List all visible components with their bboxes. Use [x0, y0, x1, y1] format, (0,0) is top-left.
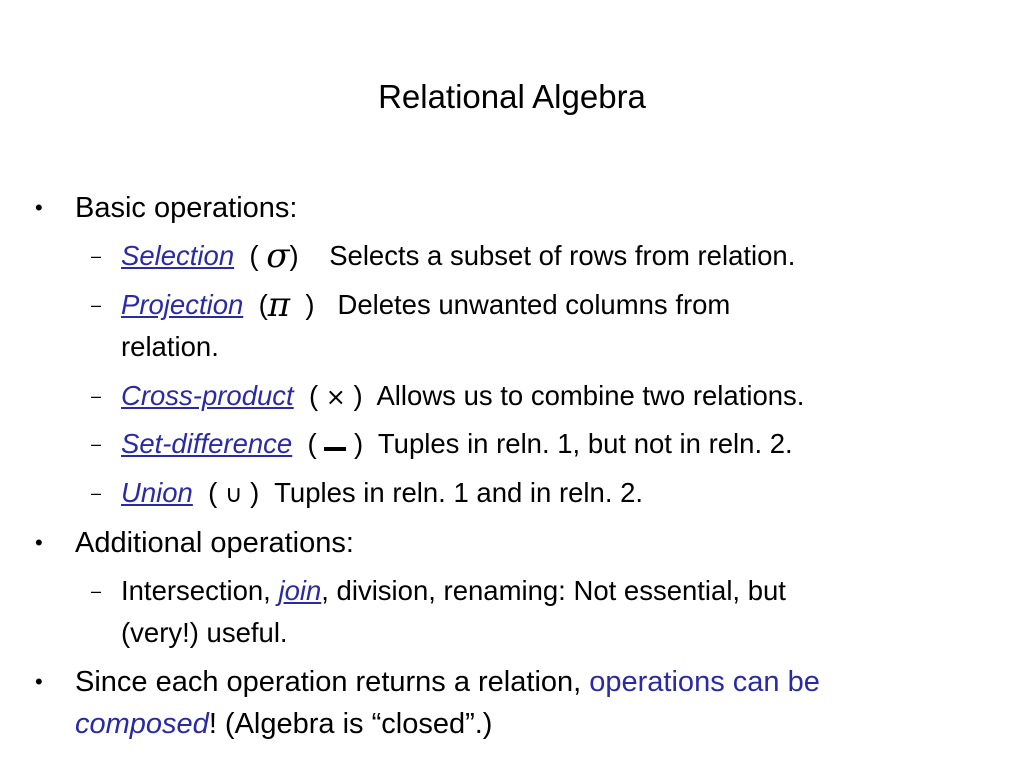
op-cross-product: – Cross-product ( × ) Allows us to combi… — [91, 375, 981, 418]
op-projection: – Projection (π ) Deletes unwanted colum… — [91, 285, 731, 325]
bullet-text: Basic operations: — [75, 192, 298, 224]
additional-pre: Intersection, — [121, 575, 279, 606]
bullet-marker: • — [35, 669, 43, 694]
times-symbol: × — [325, 383, 346, 411]
closing-text-1: Since each operation returns a relation, — [75, 666, 590, 698]
dash-marker: – — [91, 434, 102, 454]
op-union: – Union ( ∪ ) Tuples in reln. 1 and in r… — [91, 472, 981, 515]
bullet-text: Additional operations: — [75, 527, 354, 559]
closing-accent-2: composed — [75, 708, 209, 740]
additional-ops-continued: (very!) useful. — [121, 612, 981, 654]
dash-marker: – — [91, 295, 102, 315]
projection-link[interactable]: Projection — [121, 289, 244, 320]
bullet-marker: • — [35, 195, 43, 220]
op-description: Deletes unwanted columns from — [337, 289, 731, 320]
bullet-composition-continued: composed! (Algebra is “closed”.) — [75, 703, 975, 745]
op-description: Selects a subset of rows from relation. — [329, 240, 796, 271]
op-set-difference: – Set-difference ( ) Tuples in reln. 1, … — [91, 423, 981, 465]
closing-text-2: ! (Algebra is “closed”.) — [208, 708, 493, 740]
bullet-composition: • Since each operation returns a relatio… — [35, 661, 975, 703]
op-description: Allows us to combine two relations. — [376, 380, 805, 411]
union-link[interactable]: Union — [121, 477, 193, 508]
op-selection: – Selection ( σ) Selects a subset of row… — [91, 236, 796, 276]
slide-title: Relational Algebra — [378, 78, 646, 115]
minus-symbol — [324, 447, 347, 451]
set-difference-link[interactable]: Set-difference — [121, 428, 293, 459]
pi-symbol: π — [267, 285, 291, 325]
additional-ops-line: – Intersection, join, division, renaming… — [91, 570, 981, 612]
closing-accent-1: operations can be — [589, 666, 820, 698]
op-description: Tuples in reln. 1 and in reln. 2. — [274, 477, 644, 508]
op-description: Tuples in reln. 1, but not in reln. 2. — [377, 428, 793, 459]
sigma-symbol: σ — [266, 236, 290, 276]
additional-post: , division, renaming: Not essential, but — [321, 575, 786, 606]
dash-marker: – — [91, 483, 102, 503]
bullet-marker: • — [35, 530, 43, 555]
cross-product-link[interactable]: Cross-product — [121, 380, 294, 411]
join-link[interactable]: join — [278, 575, 322, 606]
op-projection-continued: relation. — [121, 326, 981, 368]
union-symbol: ∪ — [224, 480, 243, 508]
bullet-basic-operations: • Basic operations: — [35, 187, 975, 229]
op-description-continued: relation. — [121, 331, 219, 362]
additional-cont: (very!) useful. — [121, 617, 288, 648]
bullet-additional-operations: • Additional operations: — [35, 522, 975, 564]
dash-marker: – — [91, 246, 102, 266]
dash-marker: – — [91, 581, 102, 601]
selection-link[interactable]: Selection — [121, 240, 235, 271]
dash-marker: – — [91, 386, 102, 406]
